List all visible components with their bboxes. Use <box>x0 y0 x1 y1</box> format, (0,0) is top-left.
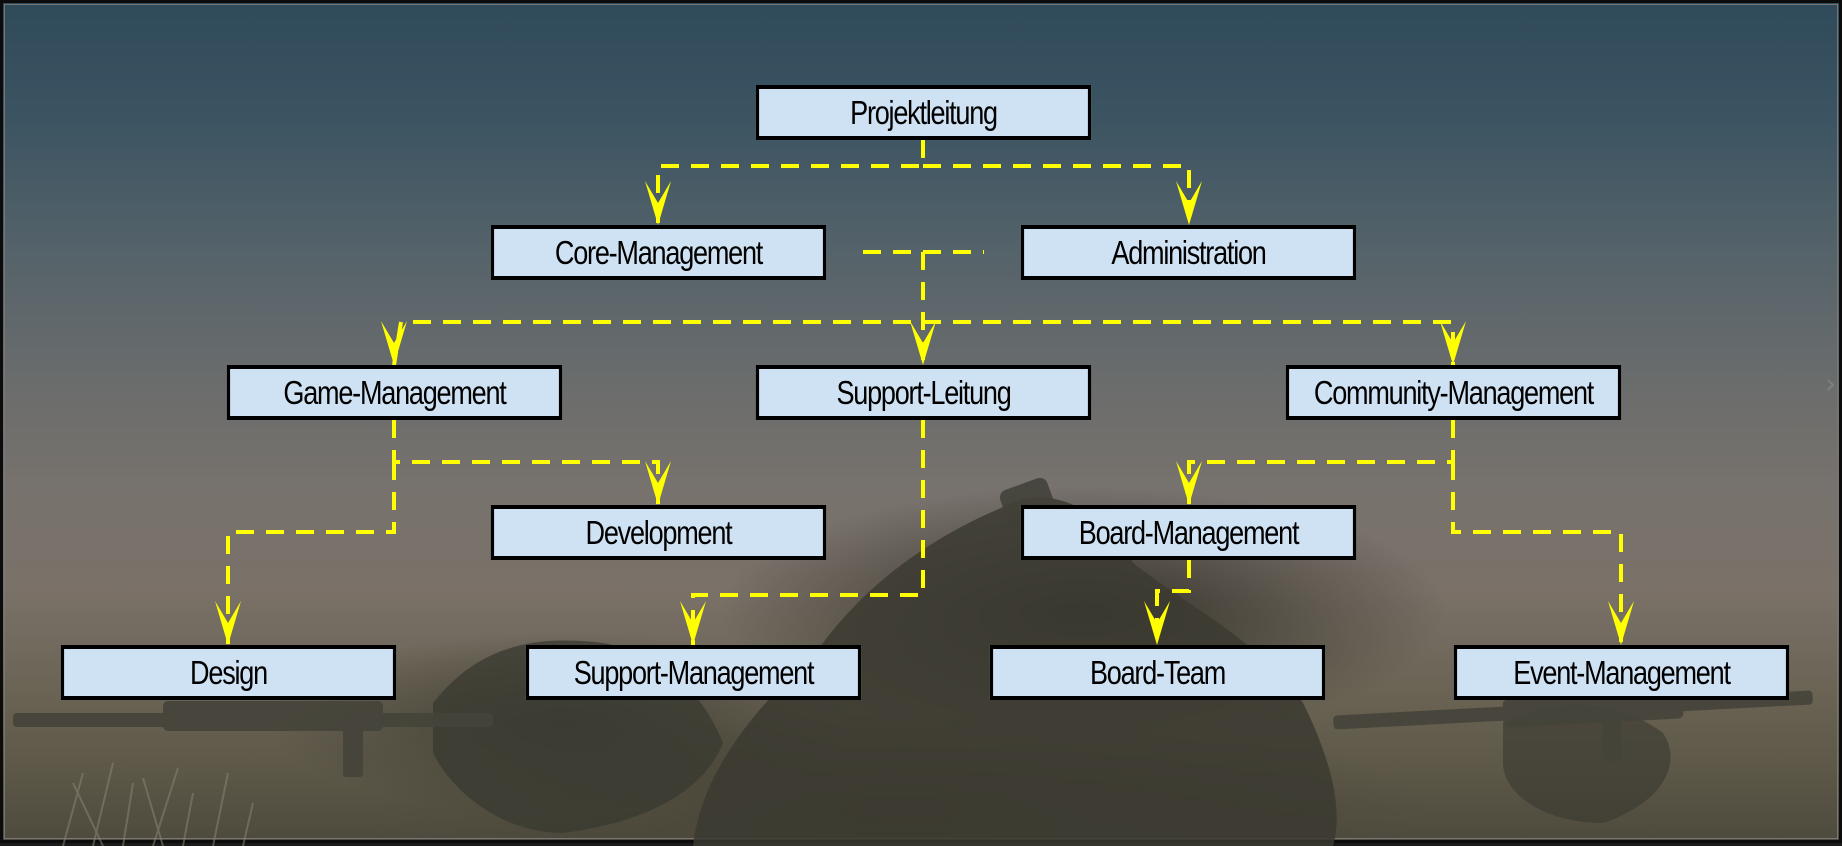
connector-to-community-management <box>923 320 1455 365</box>
arrowhead-icon <box>645 181 671 225</box>
arrowhead-icon <box>381 321 407 365</box>
arrowhead-icon <box>1176 461 1202 505</box>
arrowhead-icon <box>215 601 241 645</box>
grass-icon <box>62 762 254 846</box>
arrowhead-icon <box>1608 601 1634 645</box>
node-projektleitung[interactable]: Projektleitung <box>755 85 1092 140</box>
connector-projektleitung-core <box>656 140 925 225</box>
node-design[interactable]: Design <box>60 645 397 700</box>
node-development[interactable]: Development <box>490 505 827 560</box>
connector-board-boardteam <box>1155 560 1191 645</box>
connector-community-event <box>1451 462 1623 645</box>
node-label: Event-Management <box>1513 653 1731 691</box>
chevron-right-icon[interactable]: › <box>1825 367 1837 400</box>
arrowhead-icon <box>680 601 706 645</box>
arrowhead-icon <box>1144 601 1170 645</box>
node-board-team[interactable]: Board-Team <box>989 645 1326 700</box>
connector-community-board <box>1187 420 1455 505</box>
node-community-management[interactable]: Community-Management <box>1285 365 1622 420</box>
node-support-leitung[interactable]: Support-Leitung <box>755 365 1092 420</box>
connector-game-development <box>392 420 660 505</box>
node-label: Core-Management <box>554 233 763 271</box>
node-label: Community-Management <box>1313 373 1594 411</box>
node-label: Board-Management <box>1078 513 1300 551</box>
node-label: Game-Management <box>283 373 506 411</box>
node-label: Projektleitung <box>850 93 998 131</box>
node-label: Support-Leitung <box>836 373 1011 411</box>
arrowhead-icon <box>1176 181 1202 225</box>
connector-game-design <box>226 462 396 645</box>
node-core-management[interactable]: Core-Management <box>490 225 827 280</box>
node-label: Board-Team <box>1089 653 1226 691</box>
arrowhead-icon <box>645 461 671 505</box>
node-label: Design <box>190 653 268 691</box>
rifle-right-icon <box>1333 690 1813 763</box>
node-support-management[interactable]: Support-Management <box>525 645 862 700</box>
node-label: Development <box>585 513 733 551</box>
connector-to-game-management <box>392 320 1451 366</box>
arrowhead-icon <box>1440 321 1466 365</box>
node-game-management[interactable]: Game-Management <box>226 365 563 420</box>
node-event-management[interactable]: Event-Management <box>1453 645 1790 700</box>
node-board-management[interactable]: Board-Management <box>1020 505 1357 560</box>
rifle-left-icon <box>13 701 493 777</box>
connector-projektleitung-administration <box>923 164 1191 225</box>
node-label: Support-Management <box>573 653 815 691</box>
node-label: Administration <box>1111 233 1266 271</box>
arrowhead-icon <box>910 321 936 365</box>
node-administration[interactable]: Administration <box>1020 225 1357 280</box>
